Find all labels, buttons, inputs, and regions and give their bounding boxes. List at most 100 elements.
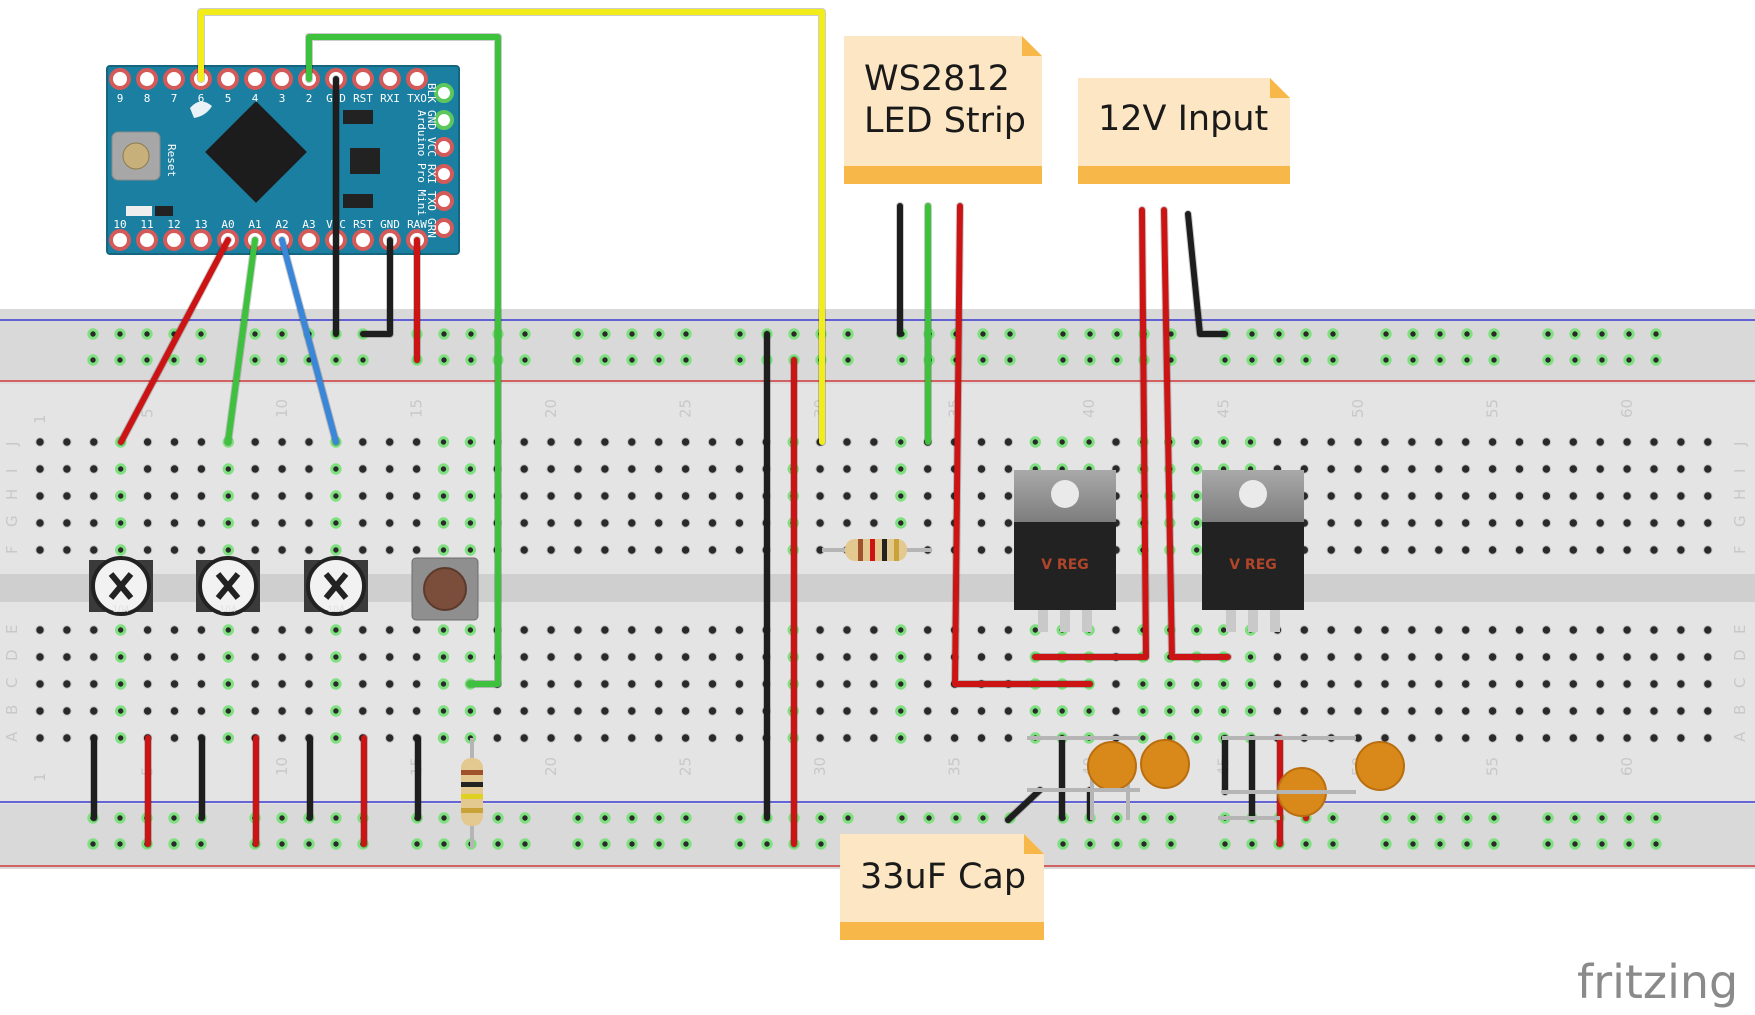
breadboard-hole: [923, 518, 933, 528]
breadboard-hole: [464, 624, 477, 636]
rail-hole: [680, 328, 692, 340]
breadboard-hole: [654, 733, 664, 743]
rail-hole: [114, 812, 126, 824]
rail-hole: [1084, 838, 1096, 850]
breadboard-hole: [869, 679, 879, 689]
breadboard-hole: [142, 652, 153, 662]
rail-hole: [1488, 354, 1500, 366]
breadboard-hole: [196, 545, 207, 555]
breadboard-hole: [385, 625, 395, 635]
breadboard-hole: [1461, 464, 1471, 474]
rail-hole: [303, 838, 315, 850]
breadboard-hole: [1703, 625, 1713, 635]
breadboard-hole: [1111, 625, 1121, 635]
breadboard-hole: [1514, 545, 1525, 555]
breadboard-hole: [707, 652, 718, 662]
breadboard-hole: [1461, 652, 1471, 662]
row-letter: B: [1731, 705, 1749, 715]
row-letter: J: [3, 442, 21, 447]
breadboard-hole: [330, 624, 342, 636]
rail-hole: [1623, 328, 1635, 340]
breadboard-hole: [464, 436, 477, 448]
breadboard-hole: [519, 733, 529, 743]
rail-hole: [249, 354, 261, 366]
rail-hole: [1273, 328, 1285, 340]
vreg-hole: [1051, 480, 1079, 508]
rail-hole: [1623, 812, 1635, 824]
breadboard-hole: [196, 491, 207, 501]
rail-hole: [357, 354, 369, 366]
arduino-pin-label: TXO: [407, 92, 427, 105]
breadboard-hole: [1111, 679, 1121, 689]
breadboard-hole: [1487, 679, 1498, 689]
rail-hole: [87, 354, 99, 366]
column-number-top: 5: [139, 408, 157, 418]
breadboard-hole: [1407, 625, 1417, 635]
breadboard-hole: [35, 679, 45, 689]
breadboard-hole: [869, 491, 879, 501]
rail-hole: [653, 328, 665, 340]
breadboard-hole: [411, 464, 422, 474]
breadboard-hole: [1676, 706, 1686, 716]
breadboard-hole: [627, 679, 637, 689]
breadboard-hole: [115, 463, 127, 475]
breadboard-hole: [142, 518, 153, 528]
breadboard-hole: [1380, 545, 1390, 555]
breadboard-hole: [573, 706, 583, 716]
breadboard-hole: [519, 491, 529, 501]
breadboard-hole: [842, 437, 852, 447]
rail-hole: [1300, 354, 1312, 366]
breadboard-hole: [680, 679, 691, 689]
rail-hole: [1596, 328, 1608, 340]
rail-hole: [572, 812, 584, 824]
breadboard-hole: [1137, 678, 1149, 690]
breadboard-hole: [1541, 437, 1552, 447]
breadboard-hole: [842, 491, 852, 501]
breadboard-hole: [627, 652, 637, 662]
led-component: [126, 206, 152, 216]
breadboard-hole: [35, 545, 45, 555]
breadboard-hole: [1487, 518, 1498, 528]
breadboard-hole: [1003, 491, 1014, 501]
breadboard-hole: [1622, 518, 1632, 528]
breadboard-hole: [600, 437, 610, 447]
rail-hole: [438, 354, 450, 366]
breadboard-hole: [169, 733, 180, 743]
breadboard-hole: [115, 517, 127, 529]
row-letter: I: [3, 469, 21, 473]
breadboard-hole: [1514, 491, 1525, 501]
breadboard-hole: [222, 463, 235, 475]
breadboard-hole: [1703, 733, 1713, 743]
rail-hole: [599, 812, 611, 824]
breadboard-hole: [115, 678, 127, 690]
breadboard-hole: [385, 545, 395, 555]
breadboard-hole: [437, 732, 450, 744]
breadboard-hole: [1326, 652, 1336, 662]
breadboard-hole: [1568, 625, 1579, 635]
rail-hole: [141, 354, 153, 366]
rail-hole: [168, 354, 180, 366]
breadboard-hole: [842, 625, 852, 635]
rail-hole: [653, 812, 665, 824]
breadboard-hole: [734, 545, 745, 555]
breadboard-hole: [1676, 733, 1686, 743]
breadboard-hole: [600, 706, 610, 716]
breadboard-hole: [464, 490, 477, 502]
mcu-chip: [205, 101, 307, 203]
rail-hole: [599, 328, 611, 340]
breadboard-hole: [815, 491, 825, 501]
breadboard-hole: [1191, 463, 1203, 475]
push-button[interactable]: [411, 557, 479, 621]
breadboard-hole: [35, 464, 45, 474]
column-number-bottom: 35: [946, 757, 964, 776]
breadboard-hole: [842, 679, 852, 689]
breadboard-hole: [385, 464, 395, 474]
reset-button-cap[interactable]: [122, 142, 150, 170]
rail-hole: [87, 838, 99, 850]
breadboard-hole: [169, 679, 180, 689]
breadboard-hole: [1649, 464, 1659, 474]
row-letter: F: [1731, 545, 1749, 554]
rail-hole: [1138, 812, 1150, 824]
